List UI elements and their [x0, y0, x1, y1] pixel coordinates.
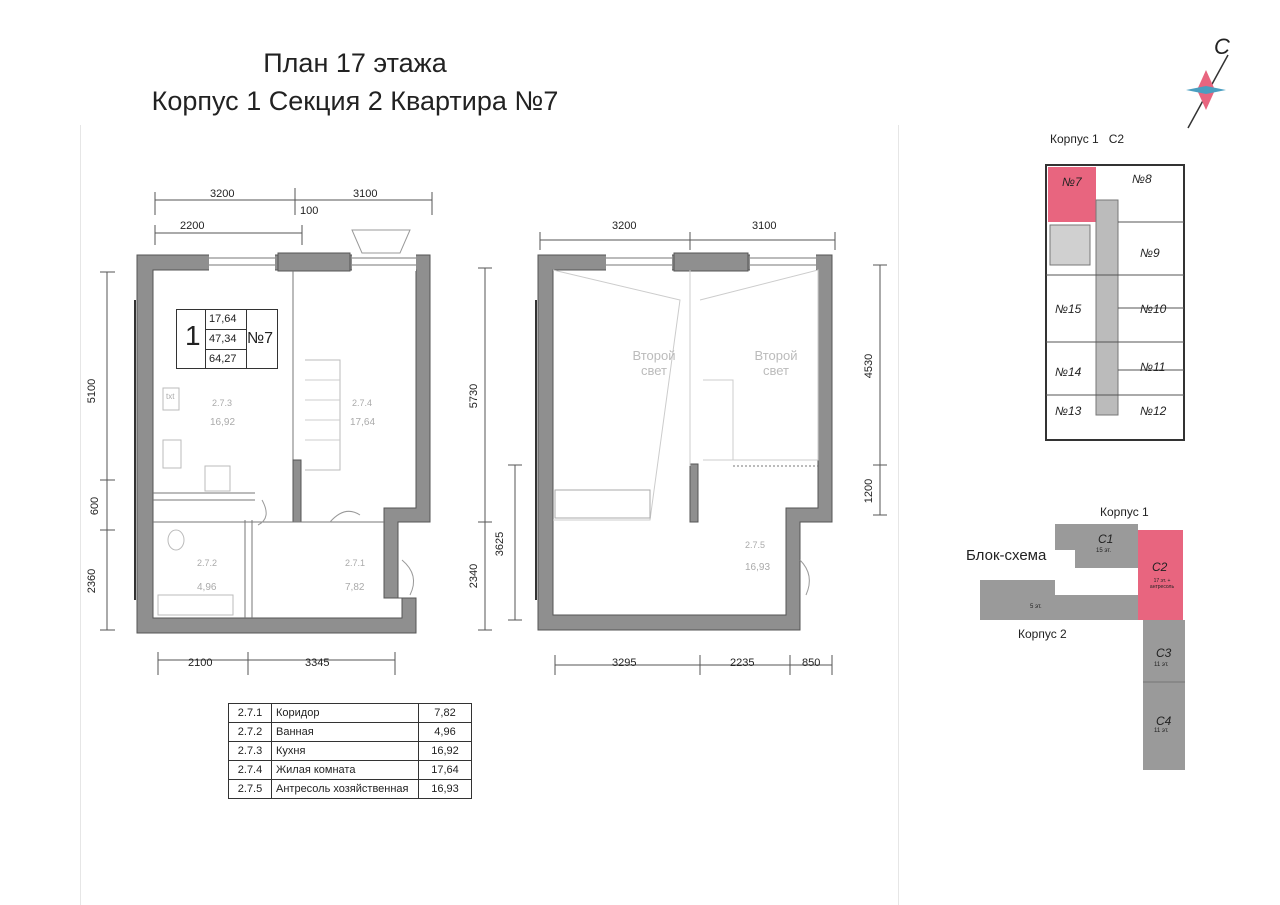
block-c1: [1055, 524, 1138, 568]
keyplan-unit-13: №13: [1055, 404, 1082, 418]
korpus1-label: Корпус 1: [1100, 505, 1149, 519]
plan1-dim-bottom-2: 3345: [305, 657, 330, 669]
block-korpus2: [980, 580, 1138, 620]
korpus2-label: Корпус 2: [1018, 627, 1067, 641]
room-code: 2.7.5: [228, 779, 272, 799]
room-2-7-2-code: 2.7.2: [197, 558, 218, 568]
room-code: 2.7.1: [228, 703, 272, 723]
plan1-dim-bottom-1: 2100: [188, 657, 213, 669]
block-c3-floors: 11 эт.: [1154, 662, 1169, 668]
plan2-dimension-lines: [508, 232, 887, 675]
badge-area-full: 64,27: [209, 353, 237, 365]
room-2-7-4-area: 17,64: [350, 417, 376, 428]
room-name: Антресоль хозяйственная: [271, 779, 419, 799]
room-name: Ванная: [271, 722, 419, 742]
room-area: 4,96: [418, 722, 472, 742]
block-scheme-title: Блок-схема: [966, 547, 1047, 564]
room-2-7-2-area: 4,96: [197, 582, 217, 593]
keyplan-unit-10: №10: [1140, 302, 1167, 316]
badge-section: 1: [185, 320, 201, 351]
compass-icon: [1186, 54, 1229, 129]
right-divider: [898, 125, 899, 905]
second-light-label-left: Второй свет: [632, 348, 676, 378]
plan1-dim-inner-1: 2200: [180, 220, 205, 232]
kitchen-label: txt: [166, 392, 175, 401]
keyplan-unit-15: №15: [1055, 302, 1082, 316]
badge-area-living: 17,64: [206, 310, 246, 330]
room-2-7-4-code: 2.7.4: [352, 398, 373, 408]
room-2-7-5-area: 16,93: [745, 562, 771, 573]
mezzanine-plan: [535, 252, 833, 631]
block-c2-name: С2: [1152, 560, 1168, 574]
plan1-dimension-lines: [100, 188, 492, 675]
plan1-dim-top-1: 3200: [210, 188, 235, 200]
keyplan-unit-12: №12: [1140, 404, 1167, 418]
plan1-dim-top-2: 3100: [353, 188, 378, 200]
apartment-badge: 1 17,64 47,34 64,27 №7: [176, 309, 278, 369]
plan-subtitle: Корпус 1 Секция 2 Квартира №7: [151, 86, 559, 116]
floor-plan-17: [134, 229, 431, 634]
plan2-dim-bottom-1: 3295: [612, 657, 637, 669]
room-code: 2.7.3: [228, 741, 272, 761]
block-scheme: [980, 524, 1185, 770]
plan-title: План 17 этажа: [263, 48, 447, 78]
keyplan-highlight-apartment-7: [1048, 167, 1096, 222]
plan1-dim-inner-2: 100: [300, 205, 319, 217]
keyplan-unit-9: №9: [1140, 246, 1160, 260]
room-name: Жилая комната: [271, 760, 419, 780]
room-area: 16,92: [418, 741, 472, 761]
keyplan: [1045, 164, 1185, 441]
plan2-dim-top-2: 3100: [752, 220, 777, 232]
plan2-dim-bottom-3: 850: [802, 657, 821, 669]
keyplan-unit-11: №11: [1140, 360, 1166, 374]
room-2-7-5-code: 2.7.5: [745, 540, 766, 550]
block-c4-name: С4: [1156, 714, 1172, 728]
block-c2-floors: 17 эт. + антресоль: [1149, 578, 1175, 590]
block-c4-floors: 11 эт.: [1154, 728, 1169, 734]
room-2-7-1-area: 7,82: [345, 582, 365, 593]
keyplan-unit-7: №7: [1062, 175, 1082, 189]
block-c4: [1143, 682, 1185, 770]
plan2-dim-right-2: 1200: [863, 478, 876, 504]
block-c3-name: С3: [1156, 646, 1172, 660]
room-2-7-1-code: 2.7.1: [345, 558, 366, 568]
room-area: 7,82: [418, 703, 472, 723]
plan1-dim-left-3: 2360: [86, 568, 99, 594]
plan1-dim-right-1: 5730: [468, 383, 481, 409]
plan2-dim-bottom-2: 2235: [730, 657, 755, 669]
plan2-dim-left-1: 3625: [494, 531, 507, 557]
room-code: 2.7.4: [228, 760, 272, 780]
room-2-7-3-code: 2.7.3: [212, 398, 233, 408]
badge-area-total: 47,34: [206, 330, 246, 350]
compass-north-label: С: [1214, 34, 1230, 59]
keyplan-unit-14: №14: [1055, 365, 1082, 379]
plan1-dim-right-2: 2340: [468, 563, 481, 589]
block-c2: [1138, 530, 1183, 620]
plan2-dim-top-1: 3200: [612, 220, 637, 232]
room-name: Коридор: [271, 703, 419, 723]
block-c1-name: С1: [1098, 532, 1114, 546]
room-area: 16,93: [418, 779, 472, 799]
keyplan-label: Корпус 1 С2: [1050, 132, 1125, 146]
plan1-dim-left-2: 600: [89, 496, 102, 516]
badge-apartment-number: №7: [247, 330, 274, 347]
block-c3: [1143, 620, 1185, 682]
plan2-dim-right-1: 4530: [863, 353, 876, 379]
keyplan-unit-8: №8: [1132, 172, 1152, 186]
block-c1-floors: 15 эт.: [1096, 548, 1112, 554]
block-korpus2-floors: 5 эт.: [1030, 604, 1042, 610]
room-name: Кухня: [271, 741, 419, 761]
second-light-label-right: Второй свет: [754, 348, 798, 378]
room-code: 2.7.2: [228, 722, 272, 742]
room-area: 17,64: [418, 760, 472, 780]
plan1-dim-left-1: 5100: [86, 378, 99, 404]
left-divider: [80, 125, 81, 905]
room-2-7-3-area: 16,92: [210, 417, 236, 428]
